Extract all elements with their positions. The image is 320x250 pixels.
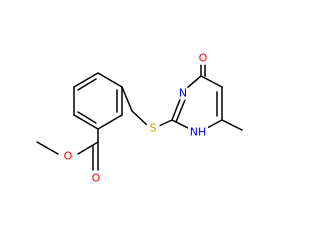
bond-c4-c5	[200, 75, 223, 88]
atom-ester-ether-o: O	[64, 150, 73, 163]
bond-benzene-inner-3	[77, 111, 97, 124]
atom-background	[89, 171, 103, 185]
bond-ch2-s	[131, 110, 148, 126]
bond-c6-n1	[206, 119, 223, 129]
bond-methyl-o	[36, 141, 59, 155]
bond-c2-n3-a	[171, 96, 182, 121]
molecule-structure: O O S N NH O	[36, 51, 243, 185]
bond-benzene-6	[73, 114, 99, 130]
bond-benzene-3	[97, 72, 123, 88]
atom-ring-n3: N	[179, 87, 187, 100]
bond-c2-n3-b	[175, 99, 186, 123]
bond-benzene-4	[73, 72, 99, 88]
atom-ring-n1h: NH	[190, 126, 207, 139]
bond-o-carbonyl-c	[77, 141, 99, 155]
bond-benzene-1	[97, 114, 123, 130]
bond-c6-methyl	[221, 119, 243, 131]
atom-background	[146, 121, 160, 135]
bond-n1-c2	[171, 119, 191, 130]
bond-benzene-inner-2	[77, 78, 97, 91]
atom-background	[196, 51, 210, 65]
bond-ring-ch2	[121, 86, 133, 112]
bond-s-c2	[158, 119, 173, 127]
atom-sulfur: S	[150, 122, 157, 135]
atom-ester-carbonyl-o: O	[92, 172, 101, 185]
atom-ring-oxo-o: O	[199, 52, 208, 65]
bond-n3-c4	[186, 75, 202, 89]
atom-background	[188, 125, 208, 139]
atom-background	[176, 86, 190, 100]
atom-background	[61, 149, 75, 163]
